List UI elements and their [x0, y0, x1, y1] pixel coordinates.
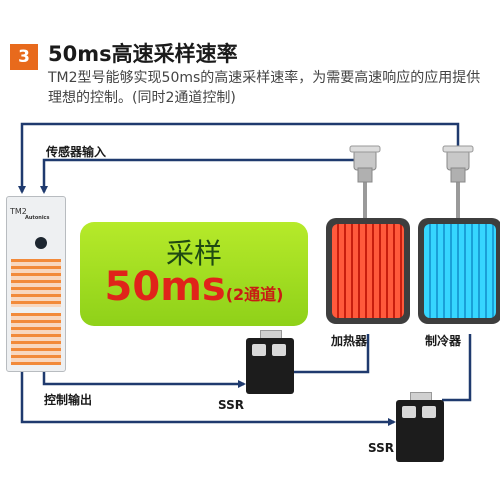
- sampling-box: [80, 222, 308, 326]
- sampling-rate: 50ms: [104, 264, 226, 310]
- step-badge: 3: [10, 44, 38, 70]
- page-description: TM2型号能够实现50ms的高速采样速率，为需要高速响应的应用提供理想的控制。(…: [48, 70, 481, 106]
- sensor-head-1-icon: [349, 145, 381, 183]
- terminal-block-top: [11, 259, 61, 307]
- sampling-label: 采样: [165, 237, 222, 270]
- sampling-value: 50ms(2通道): [80, 264, 308, 310]
- ssr-label-1: SSR: [218, 398, 244, 412]
- sensor-probe-2: [456, 180, 460, 232]
- ssr-label-2: SSR: [368, 441, 394, 455]
- ssr-1: [246, 330, 294, 394]
- controller-knob-icon: [35, 237, 47, 249]
- ssr-1-terminal-icon: [252, 344, 266, 356]
- cooler-coils: [424, 224, 496, 318]
- sensor-head-2-icon: [442, 145, 474, 183]
- controller-model: TM2: [10, 207, 27, 216]
- ssr-2-terminal-icon: [422, 406, 436, 418]
- cooler-label: 制冷器: [425, 334, 462, 348]
- ssr-2: [396, 392, 444, 462]
- sensor-input-label: 传感器输入: [46, 145, 107, 159]
- control-output-label: 控制输出: [44, 393, 93, 407]
- controller-device: TM2 Autonics: [6, 196, 66, 372]
- sampling-note: (2通道): [225, 285, 284, 304]
- heater-label: 加热器: [331, 334, 368, 348]
- heater-coils: [332, 224, 404, 318]
- ssr-1-body: [246, 338, 294, 394]
- heater-tank: [326, 218, 410, 324]
- control-line-ssr1: [42, 370, 246, 388]
- control-line-ssr2: [20, 370, 396, 426]
- cooler-tank: [418, 218, 500, 324]
- ssr-2-body: [396, 400, 444, 462]
- ssr1-heater-line: [292, 334, 370, 374]
- controller-brand: Autonics: [25, 215, 50, 221]
- ssr-1-terminal-icon: [272, 344, 286, 356]
- ssr2-cooler-line: [442, 334, 472, 402]
- sensor-line-inner: [40, 158, 365, 194]
- page-title: 50ms高速采样速率: [48, 42, 238, 66]
- terminal-block-bottom: [11, 313, 61, 365]
- sensor-probe-1: [363, 180, 367, 232]
- ssr-2-terminal-icon: [402, 406, 416, 418]
